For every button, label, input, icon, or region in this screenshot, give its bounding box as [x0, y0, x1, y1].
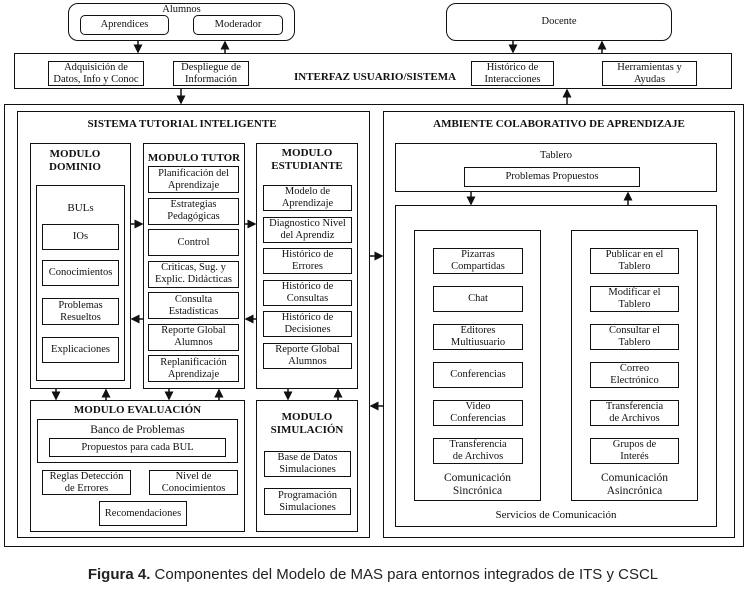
- simulacion-title: MODULO SIMULACIÓN: [270, 411, 344, 436]
- tutor-item: Reporte Global Alumnos: [148, 323, 239, 351]
- estudiante-item: Reporte Global Alumnos: [263, 342, 352, 369]
- tutor-item: Control: [148, 229, 239, 256]
- asincronica-item: Correo Electrónico: [590, 362, 679, 388]
- figure-caption-label: Figura 4.: [87, 566, 151, 583]
- tutor-item: Replanificación Aprendizaje: [148, 355, 239, 382]
- docente-box: [446, 3, 672, 41]
- figure-caption-text: Componentes del Modelo de MAS para entor…: [150, 566, 659, 583]
- sincronica-item: Editores Multiusuario: [433, 324, 523, 350]
- asincronica-item: Publicar en el Tablero: [590, 248, 679, 274]
- estudiante-item: Histórico de Errores: [263, 248, 352, 274]
- estudiante-item: Histórico de Consultas: [263, 279, 352, 306]
- tutor-title: MODULO TUTOR: [147, 152, 241, 164]
- historico-interacciones-box: Histórico de Interacciones: [471, 61, 554, 86]
- asincronica-item: Transferencia de Archivos: [590, 400, 679, 426]
- reglas-deteccion-box: Reglas Detección de Errores: [42, 470, 131, 495]
- tutor-item: Consulta Estadísticas: [148, 292, 239, 319]
- moderador-box: Moderador: [193, 15, 283, 35]
- adquisicion-datos-box: Adquisición de Datos, Info y Conoc: [48, 61, 144, 86]
- conocimientos-box: Conocimientos: [42, 260, 119, 286]
- tutor-item: Estrategias Pedagógicas: [148, 197, 239, 225]
- nivel-conocimientos-box: Nivel de Conocimientos: [149, 470, 238, 495]
- estudiante-item: Histórico de Decisiones: [263, 311, 352, 337]
- tablero-label: Tablero: [540, 150, 572, 161]
- recomendaciones-box: Recomendaciones: [99, 501, 187, 526]
- estudiante-item: Modelo de Aprendizaje: [263, 185, 352, 211]
- propuestos-bul-box: Propuestos para cada BUL: [49, 438, 226, 457]
- sincronica-label: Comunicación Sincrónica: [443, 472, 512, 497]
- programacion-simulaciones-box: Programación Simulaciones: [264, 488, 351, 515]
- aprendices-box: Aprendices: [80, 15, 169, 35]
- evaluacion-title: MODULO EVALUACIÓN: [73, 404, 202, 416]
- tutor-item: Planificación del Aprendizaje: [148, 166, 239, 193]
- sincronica-item: Conferencias: [433, 362, 523, 388]
- dominio-title: MODULO DOMINIO: [49, 148, 101, 173]
- herramientas-ayudas-box: Herramientas y Ayudas: [602, 61, 697, 86]
- figure-caption: Figura 4. Componentes del Modelo de MAS …: [0, 566, 746, 583]
- tutor-item: Criticas, Sug. y Explic. Didácticas: [148, 260, 239, 288]
- banco-problemas-label: Banco de Problemas: [90, 424, 185, 436]
- explicaciones-box: Explicaciones: [42, 337, 119, 363]
- interfaz-title: INTERFAZ USUARIO/SISTEMA: [293, 71, 457, 83]
- alumnos-label: Alumnos: [162, 4, 201, 15]
- servicios-label: Servicios de Comunicación: [495, 509, 617, 521]
- asincronica-item: Consultar el Tablero: [590, 324, 679, 350]
- cscl-title: AMBIENTE COLABORATIVO DE APRENDIZAJE: [433, 118, 685, 130]
- sincronica-item: Pizarras Compartidas: [433, 248, 523, 274]
- buls-label: BULs: [67, 202, 94, 214]
- sincronica-item: Video Conferencias: [433, 400, 523, 426]
- asincronica-item: Modificar el Tablero: [590, 286, 679, 312]
- estudiante-title: MODULO ESTUDIANTE: [271, 147, 343, 172]
- base-datos-simulaciones-box: Base de Datos Simulaciones: [264, 451, 351, 477]
- asincronica-label: Comunicación Asincrónica: [600, 472, 669, 497]
- ios-box: IOs: [42, 224, 119, 250]
- docente-label: Docente: [541, 16, 577, 27]
- asincronica-item: Grupos de Interés: [590, 438, 679, 464]
- despliegue-informacion-box: Despliegue de Información: [173, 61, 249, 86]
- problemas-propuestos-box: Problemas Propuestos: [464, 167, 640, 187]
- problemas-resueltos-box: Problemas Resueltos: [42, 298, 119, 325]
- sincronica-item: Chat: [433, 286, 523, 312]
- its-title: SISTEMA TUTORIAL INTELIGENTE: [87, 118, 277, 130]
- sincronica-item: Transferencia de Archivos: [433, 438, 523, 464]
- estudiante-item: Diagnostico Nivel del Aprendiz: [263, 216, 352, 243]
